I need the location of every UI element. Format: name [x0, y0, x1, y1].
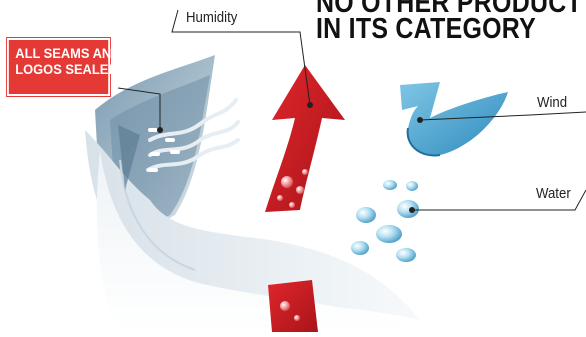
- vapor-wisps: [146, 98, 240, 172]
- humidity-arrow-base: [268, 280, 318, 332]
- fabric-layers: [85, 55, 435, 332]
- water-leader-line: [412, 189, 586, 211]
- leader-dots: [157, 102, 423, 213]
- headline-line-1: NO OTHER PRODUCT: [316, 0, 583, 19]
- badge-line-1: ALL SEAMS AND: [15, 45, 121, 61]
- leader-lines: [117, 9, 586, 211]
- seams-sealed-badge: ALL SEAMS AND LOGOS SEALED: [7, 38, 121, 96]
- wind-leader-line: [419, 111, 586, 121]
- badge-leader-line: [117, 87, 161, 130]
- stitch-marks: [148, 128, 180, 172]
- humidity-arrow: [265, 65, 345, 212]
- headline-line-2: IN ITS CATEGORY: [316, 13, 537, 45]
- badge-line-2: LOGOS SEALED: [15, 61, 118, 77]
- humidity-label: Humidity: [186, 9, 238, 26]
- humidity-leader-line: [171, 9, 311, 106]
- water-label: Water: [536, 185, 571, 202]
- headline: NO OTHER PRODUCT IN ITS CATEGORY: [316, 0, 583, 45]
- water-droplets: [351, 180, 419, 262]
- wind-label: Wind: [537, 94, 568, 111]
